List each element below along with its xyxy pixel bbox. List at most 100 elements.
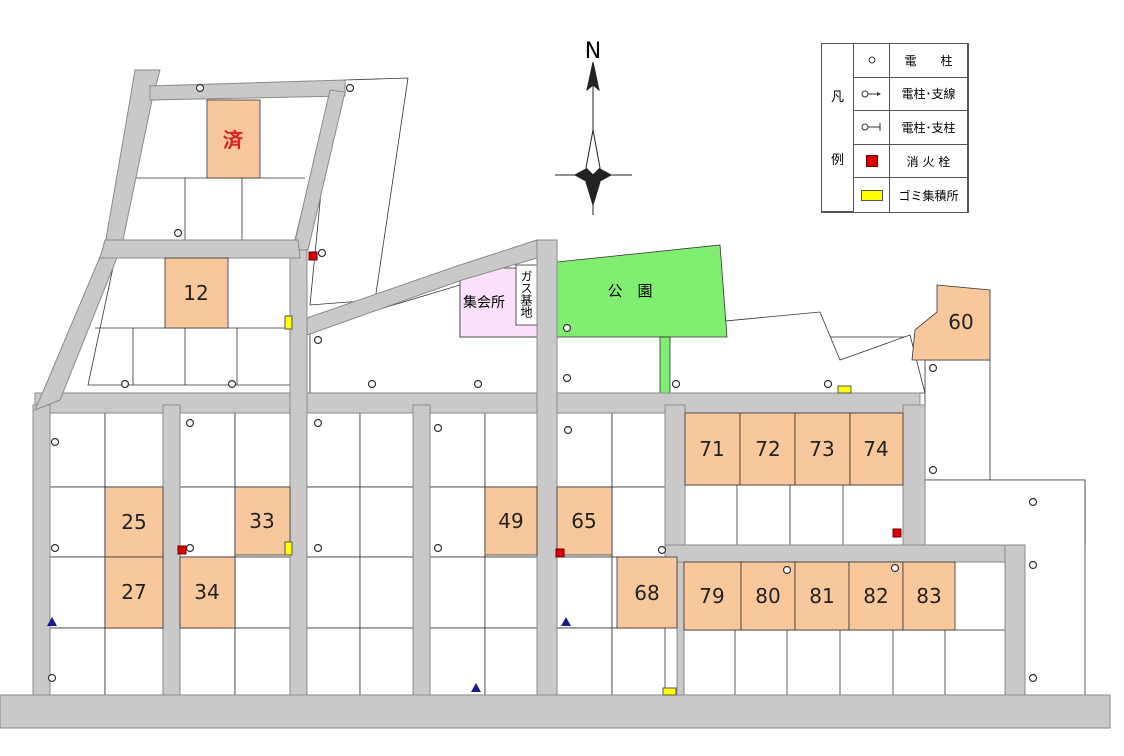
north-label: N (585, 39, 601, 64)
utility-pole-icon (433, 423, 443, 433)
parcel (49, 486, 106, 558)
garbage-station-icon (837, 385, 852, 394)
parcel (684, 484, 904, 546)
parcel (49, 627, 106, 696)
parcel (556, 412, 613, 488)
lot-80[interactable]: 80 (755, 584, 780, 608)
legend-title: 凡例 (822, 44, 854, 212)
utility-pole-icon (227, 379, 237, 389)
parcel (484, 556, 538, 629)
utility-pole-icon (185, 543, 195, 553)
utility-pole-icon (671, 379, 681, 389)
parcel (104, 627, 164, 696)
legend: 凡例 電 柱 電柱･支線 電柱･支柱 消 火 栓 ゴミ集積所 (821, 43, 969, 213)
parcel (49, 412, 106, 488)
triangle-marker-icon (471, 683, 481, 692)
parcel (556, 627, 613, 696)
parcel (484, 627, 538, 696)
lot-82[interactable]: 82 (863, 584, 888, 608)
utility-pole-icon (317, 248, 327, 258)
parcel (556, 556, 613, 629)
lot-49[interactable]: 49 (498, 509, 523, 533)
triangle-marker-icon (47, 617, 57, 626)
legend-label: 消 火 栓 (890, 144, 968, 179)
utility-pole-icon (433, 543, 443, 553)
parcel (683, 629, 1006, 696)
lot-79[interactable]: 79 (699, 584, 724, 608)
parcel (484, 412, 538, 488)
parcel (179, 627, 236, 696)
utility-pole-icon (562, 323, 572, 333)
parcel (359, 556, 414, 629)
parcel (611, 486, 666, 558)
utility-pole-icon (1028, 673, 1038, 683)
utility-pole-icon (313, 543, 323, 553)
garbage-station-icon (662, 687, 677, 696)
utility-pole-icon (120, 379, 130, 389)
legend-label: 電柱･支柱 (890, 111, 968, 145)
block-east (924, 359, 991, 481)
utility-pole-icon (47, 673, 57, 683)
parcel (611, 412, 666, 488)
parcel (359, 412, 414, 488)
lot-72[interactable]: 72 (755, 437, 780, 461)
fire-hydrant-icon (555, 548, 565, 558)
utility-pole-icon (928, 465, 938, 475)
lot-83[interactable]: 83 (916, 584, 941, 608)
utility-pole-icon (195, 83, 205, 93)
lot-71[interactable]: 71 (699, 437, 724, 461)
north-compass-icon (555, 61, 632, 215)
fire-hydrant-icon (308, 251, 318, 261)
sold-lot-label: 済 (223, 128, 244, 152)
utility-pole-icon (928, 363, 938, 373)
garbage-station-icon (284, 541, 293, 556)
gas-base-label: ガス基地 (519, 270, 533, 318)
lot-65[interactable]: 65 (571, 509, 596, 533)
utility-pole-icon (854, 44, 890, 78)
pole-with-guy-wire-icon (854, 77, 890, 112)
utility-pole-icon (562, 373, 572, 383)
parcel (104, 412, 164, 488)
lot-33[interactable]: 33 (249, 509, 274, 533)
parcel (234, 627, 291, 696)
garbage-station-icon (854, 178, 890, 212)
lot-12[interactable]: 12 (183, 281, 208, 305)
utility-pole-icon (345, 83, 355, 93)
parcel (359, 627, 414, 696)
lot-74[interactable]: 74 (863, 437, 888, 461)
lot-27[interactable]: 27 (121, 580, 146, 604)
available-lots: 済 12 25 27 33 34 49 65 68 60 71 72 73 74… (104, 99, 991, 631)
lot-34[interactable]: 34 (194, 580, 219, 604)
utility-pole-icon (50, 437, 60, 447)
triangle-marker-icon (561, 617, 571, 626)
utility-pole-icon (657, 545, 667, 555)
parcel (359, 486, 414, 558)
roads (0, 69, 1111, 729)
lot-73[interactable]: 73 (809, 437, 834, 461)
utility-pole-icon (1028, 560, 1038, 570)
fire-hydrant-icon (177, 545, 187, 555)
fire-hydrant-icon (854, 144, 890, 179)
fire-hydrant-icon (892, 528, 902, 538)
garbage-station-icon (284, 315, 293, 330)
legend-label: ゴミ集積所 (890, 178, 968, 212)
utility-pole-icon (823, 379, 833, 389)
legend-label: 電 柱 (890, 44, 968, 78)
utility-pole-icon (890, 563, 900, 573)
parcel (234, 412, 291, 488)
parcel (429, 556, 486, 629)
pole-with-support-icon (854, 111, 890, 145)
map-symbols (47, 83, 1038, 696)
lot-25[interactable]: 25 (121, 510, 146, 534)
lot-68[interactable]: 68 (634, 581, 659, 605)
utility-pole-icon (313, 335, 323, 345)
utility-pole-icon (1028, 497, 1038, 507)
lot-60[interactable]: 60 (948, 310, 973, 334)
utility-pole-icon (173, 228, 183, 238)
utility-pole-icon (473, 379, 483, 389)
parcel (611, 627, 666, 696)
assembly-hall-label: 集会所 (463, 294, 505, 311)
lot-81[interactable]: 81 (809, 584, 834, 608)
